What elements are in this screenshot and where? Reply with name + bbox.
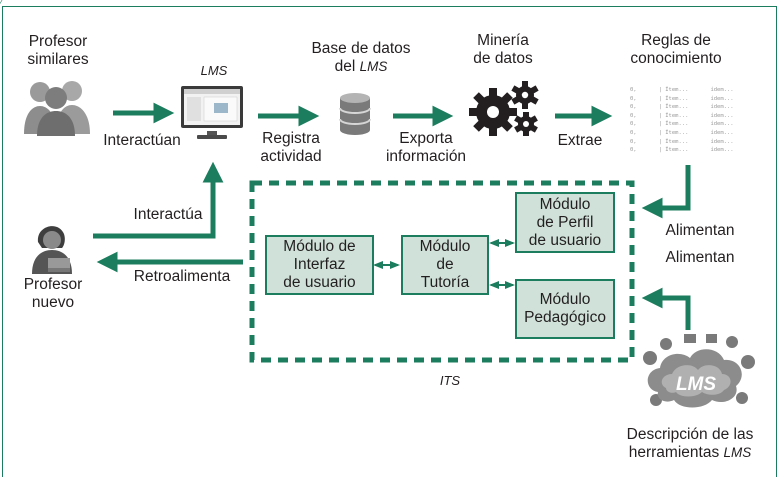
arrow-alimentan-2 (641, 287, 691, 330)
node-descripcion-herramientas: Descripción de las herramientas LMS (626, 426, 754, 461)
rules-col-2: | Ítem...| Ítem...| Ítem...| Ítem...| Ít… (658, 87, 689, 154)
rules-col-1: 0,0,0,0,0,0,0,0, (630, 87, 637, 154)
its-label: ITS (439, 373, 461, 388)
edge-label-alimentan-2: Alimentan (665, 249, 735, 266)
its-boundary (249, 180, 635, 363)
rules-col-3: ídem...ídem...ídem...ídem...ídem...ídem.… (710, 87, 734, 154)
edge-label-retroalimenta: Retroalimenta (133, 268, 231, 285)
node-base-datos: Base de datos del LMS (311, 40, 411, 75)
monitor-icon (181, 86, 243, 139)
figure-frame (2, 6, 777, 477)
lms-cloud-icon: LMS (643, 334, 755, 408)
edge-label-interactuan: Interactúan (103, 132, 181, 149)
arrow-interactua (93, 161, 224, 239)
people-group-icon (24, 81, 90, 136)
edge-label-extrae: Extrae (557, 132, 603, 149)
rules-table-icon: 0,0,0,0,0,0,0,0, | Ítem...| Ítem...| Íte… (630, 86, 738, 158)
teacher-icon (32, 226, 72, 274)
cloud-lms-text: LMS (676, 374, 716, 395)
frame-corner-mark: ⁄ (0, 0, 2, 8)
edge-label-interactua: Interactúa (133, 206, 203, 223)
node-lms-label: LMS (200, 63, 228, 78)
gears-icon (469, 81, 539, 136)
arrow-alimentan-1 (641, 165, 691, 219)
database-icon (339, 93, 371, 135)
edge-label-alimentan-1: Alimentan (665, 222, 735, 239)
